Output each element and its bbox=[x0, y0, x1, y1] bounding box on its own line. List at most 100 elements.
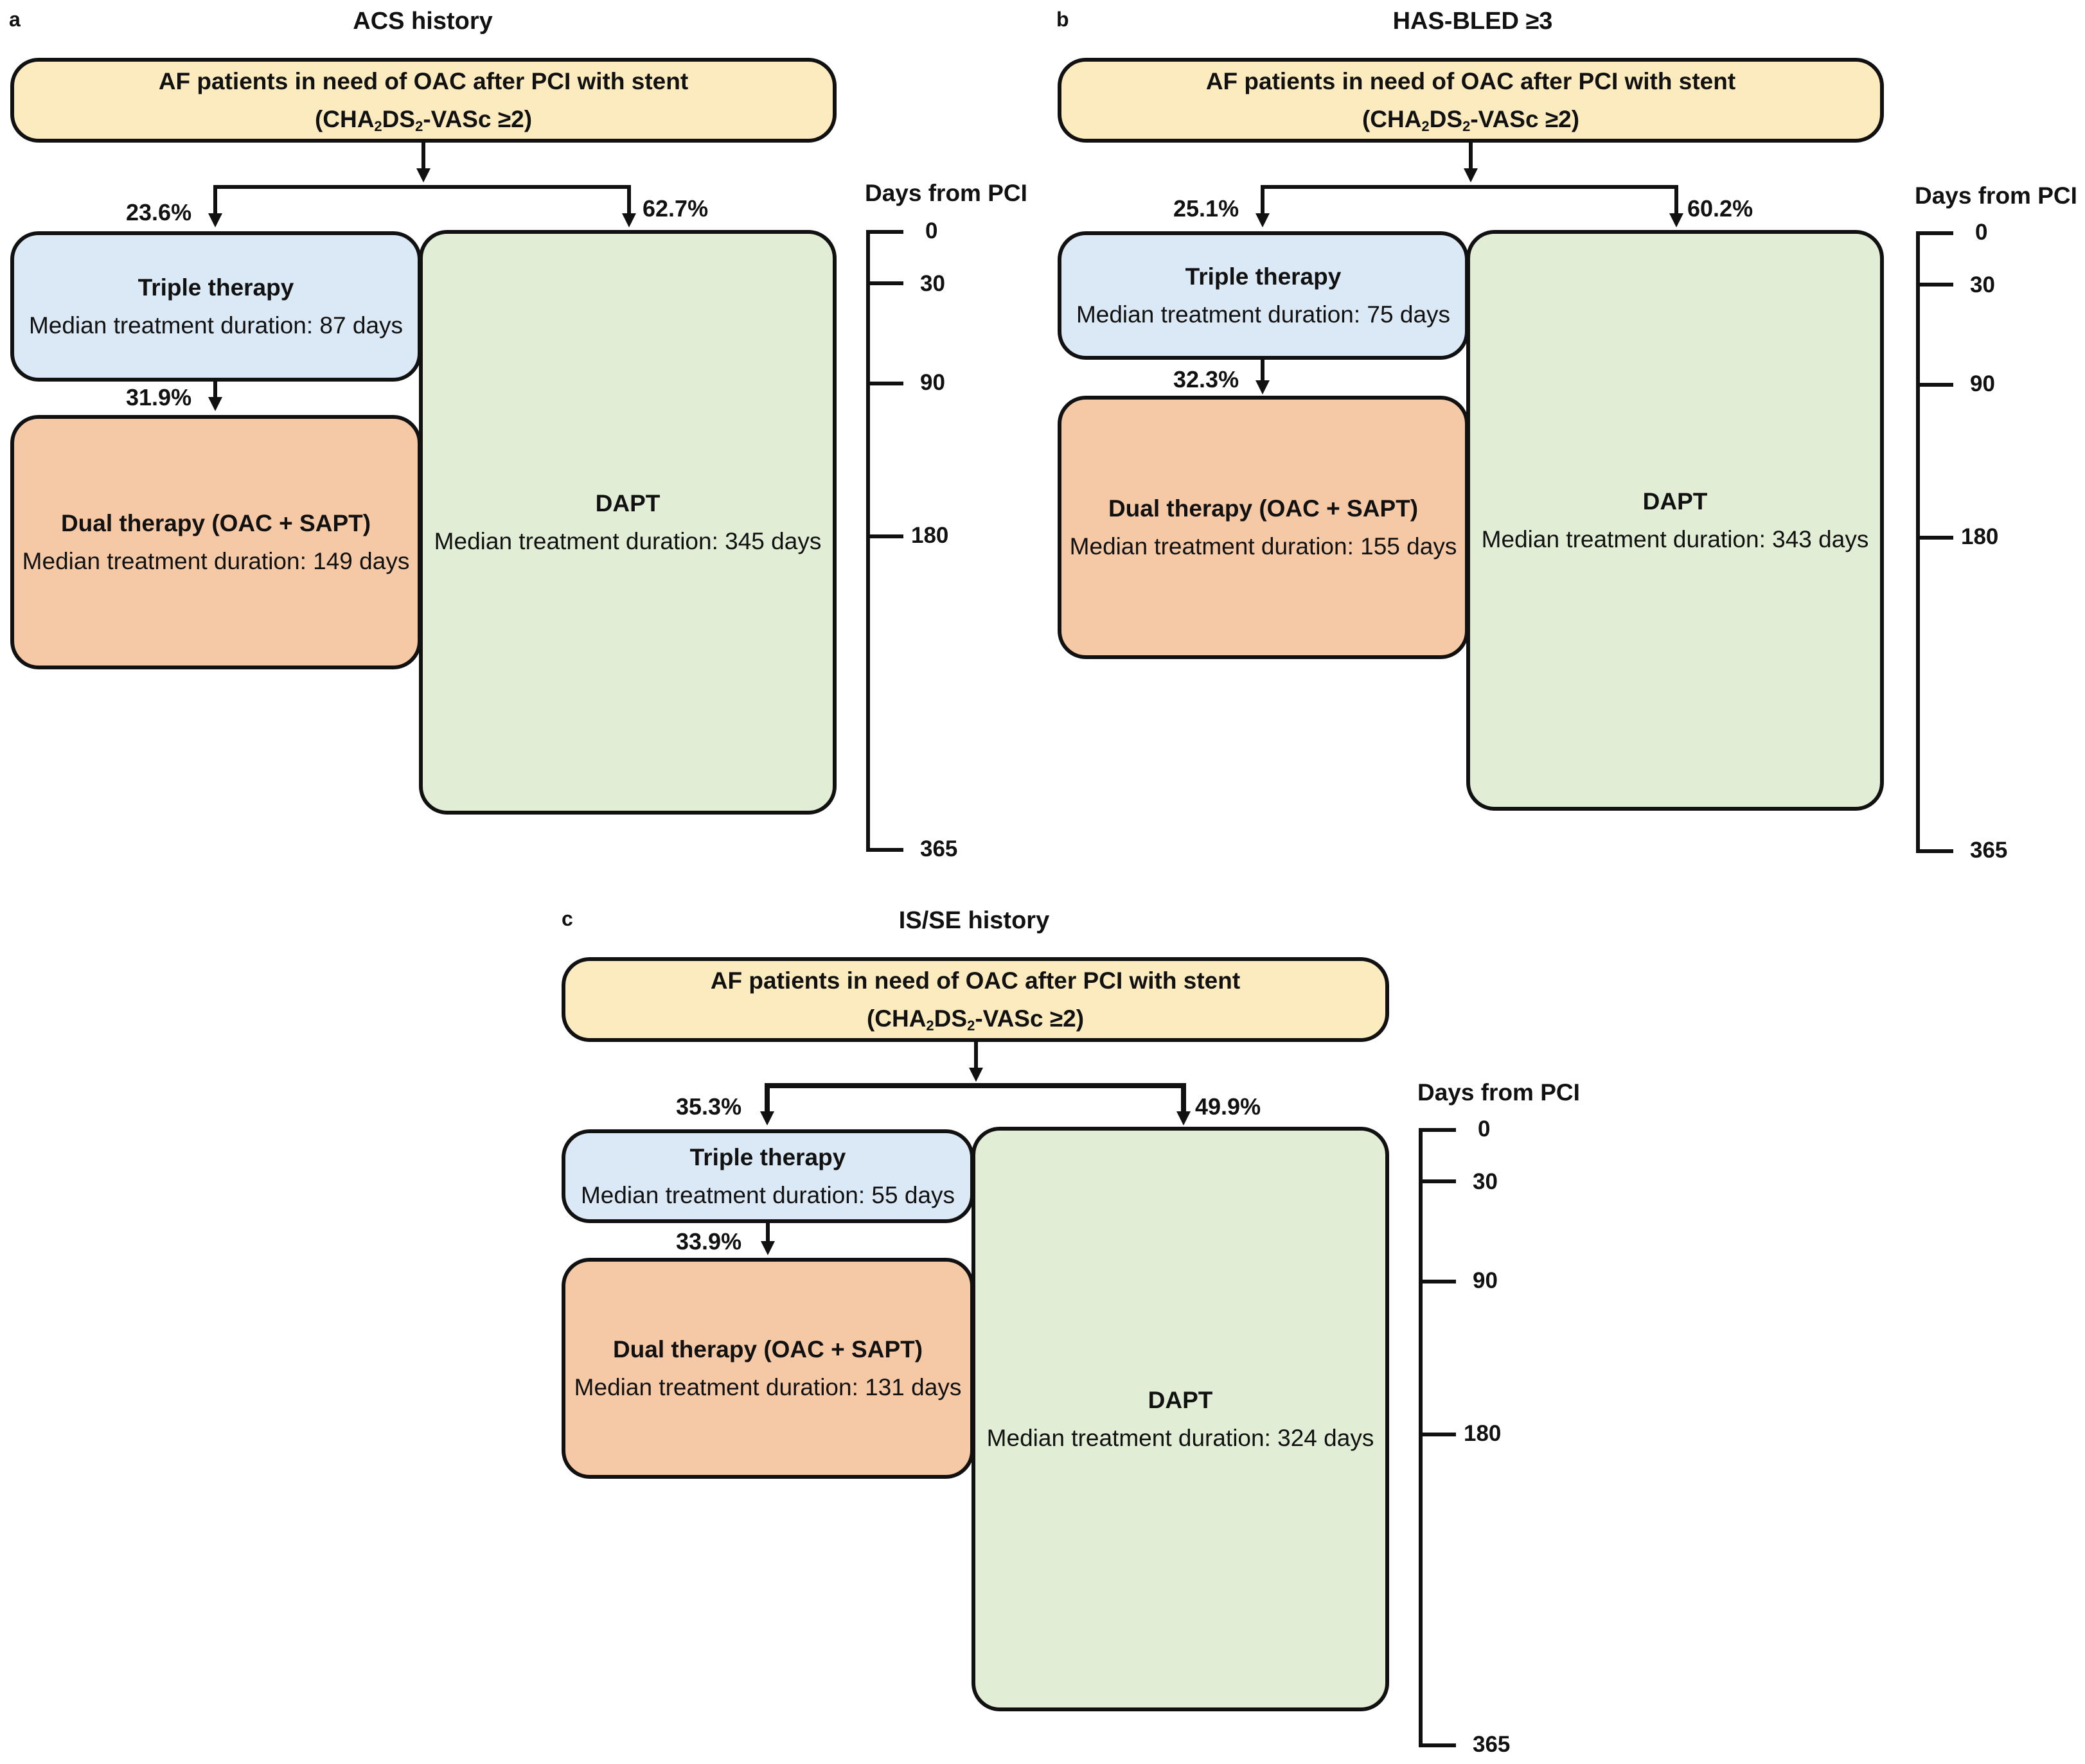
timeline-title: Days from PCI bbox=[1417, 1079, 1580, 1106]
timeline-tick bbox=[1916, 231, 1953, 235]
timeline-tick bbox=[1916, 383, 1953, 387]
timeline-tick bbox=[866, 534, 903, 538]
timeline-tick bbox=[1419, 1128, 1456, 1132]
dual-percentage: 32.3% bbox=[1173, 366, 1239, 392]
arrow-head bbox=[1669, 213, 1683, 227]
dual-therapy-box: Dual therapy (OAC + SAPT) Median treatme… bbox=[10, 415, 421, 669]
connector-line bbox=[1261, 185, 1264, 213]
triple-percentage: 25.1% bbox=[1173, 195, 1239, 222]
branch-line bbox=[213, 185, 631, 189]
connector-line bbox=[1261, 360, 1264, 382]
connector-line bbox=[213, 382, 217, 397]
triple-therapy-box: Triple therapy Median treatment duration… bbox=[562, 1129, 974, 1223]
triple-therapy-duration: Median treatment duration: 55 days bbox=[580, 1182, 955, 1208]
timeline-tick-label: 180 bbox=[911, 523, 949, 548]
arrow-head bbox=[208, 397, 222, 411]
timeline-tick-label: 90 bbox=[1970, 371, 1995, 396]
arrow-head bbox=[1176, 1111, 1191, 1125]
panel-letter: a bbox=[9, 8, 21, 31]
dual-percentage: 33.9% bbox=[676, 1228, 742, 1255]
timeline-tick-label: 180 bbox=[1961, 524, 1999, 549]
panel-a: a ACS history AF patients in need of OAC… bbox=[0, 0, 1028, 861]
dapt-box: DAPT Median treatment duration: 324 days bbox=[972, 1127, 1389, 1711]
dual-percentage: 31.9% bbox=[126, 384, 192, 410]
triple-therapy-duration: Median treatment duration: 87 days bbox=[28, 312, 404, 339]
arrow-head bbox=[416, 168, 430, 182]
connector-line bbox=[1674, 185, 1678, 213]
timeline-tick bbox=[866, 281, 903, 285]
dual-therapy-box: Dual therapy (OAC + SAPT) Median treatme… bbox=[562, 1258, 974, 1479]
connector-line bbox=[974, 1042, 978, 1069]
timeline-tick-label: 30 bbox=[1970, 272, 1995, 297]
population-box: AF patients in need of OAC after PCI wit… bbox=[10, 58, 837, 143]
population-box: AF patients in need of OAC after PCI wit… bbox=[1058, 58, 1884, 143]
timeline-tick-label: 30 bbox=[1473, 1169, 1498, 1194]
triple-therapy-duration: Median treatment duration: 75 days bbox=[1076, 301, 1451, 328]
panel-letter: c bbox=[562, 907, 573, 930]
panel-title: HAS-BLED ≥3 bbox=[1392, 8, 1553, 35]
panel-b: b HAS-BLED ≥3 AF patients in need of OAC… bbox=[1047, 0, 2077, 863]
dual-therapy-duration: Median treatment duration: 149 days bbox=[22, 548, 410, 574]
arrow-head bbox=[1255, 380, 1270, 394]
dual-therapy-title: Dual therapy (OAC + SAPT) bbox=[612, 1336, 923, 1363]
timeline-tick-label: 0 bbox=[1478, 1116, 1491, 1142]
dual-therapy-title: Dual therapy (OAC + SAPT) bbox=[1108, 495, 1419, 522]
connector-line bbox=[1181, 1083, 1186, 1111]
branch-line bbox=[765, 1083, 1186, 1088]
timeline-axis bbox=[1916, 231, 1920, 853]
arrow-head bbox=[969, 1068, 983, 1082]
panel-letter: b bbox=[1056, 8, 1069, 31]
timeline-tick-label: 365 bbox=[920, 836, 958, 861]
population-criteria: (CHA2DS2-VASc ≥2) bbox=[866, 1005, 1085, 1034]
timeline-axis bbox=[866, 230, 870, 852]
dapt-percentage: 60.2% bbox=[1687, 195, 1753, 222]
population-box: AF patients in need of OAC after PCI wit… bbox=[562, 957, 1389, 1042]
dapt-duration: Median treatment duration: 345 days bbox=[434, 528, 822, 554]
timeline-tick bbox=[1916, 536, 1953, 540]
dapt-duration: Median treatment duration: 343 days bbox=[1481, 526, 1869, 552]
timeline-tick bbox=[1916, 849, 1953, 853]
timeline-tick bbox=[1916, 283, 1953, 287]
triple-therapy-title: Triple therapy bbox=[689, 1143, 846, 1170]
connector-line bbox=[1469, 143, 1473, 170]
connector-line bbox=[627, 185, 631, 213]
timeline-tick-label: 365 bbox=[1473, 1732, 1511, 1757]
dapt-percentage: 62.7% bbox=[643, 195, 709, 222]
timeline-tick bbox=[1419, 1743, 1456, 1747]
timeline-tick bbox=[1419, 1280, 1456, 1283]
connector-line bbox=[213, 185, 217, 213]
dapt-percentage: 49.9% bbox=[1195, 1093, 1261, 1120]
timeline-tick bbox=[866, 230, 903, 234]
dapt-title: DAPT bbox=[1642, 488, 1708, 515]
dapt-title: DAPT bbox=[595, 490, 661, 516]
timeline-title: Days from PCI bbox=[865, 180, 1027, 206]
panel-title: ACS history bbox=[353, 8, 493, 35]
timeline-tick-label: 365 bbox=[1970, 838, 2008, 863]
timeline-axis bbox=[1419, 1128, 1423, 1747]
dual-therapy-duration: Median treatment duration: 131 days bbox=[574, 1374, 962, 1400]
dual-therapy-duration: Median treatment duration: 155 days bbox=[1069, 533, 1457, 560]
timeline-tick-label: 90 bbox=[920, 370, 945, 395]
dapt-title: DAPT bbox=[1148, 1386, 1213, 1413]
dapt-duration: Median treatment duration: 324 days bbox=[986, 1425, 1374, 1451]
population-label: AF patients in need of OAC after PCI wit… bbox=[1205, 67, 1736, 94]
timeline-tick-label: 30 bbox=[920, 271, 945, 296]
dual-therapy-box: Dual therapy (OAC + SAPT) Median treatme… bbox=[1058, 396, 1469, 659]
population-criteria: (CHA2DS2-VASc ≥2) bbox=[314, 106, 533, 134]
population-label: AF patients in need of OAC after PCI wit… bbox=[710, 967, 1241, 994]
triple-therapy-box: Triple therapy Median treatment duration… bbox=[10, 231, 421, 382]
triple-percentage: 35.3% bbox=[676, 1093, 742, 1120]
connector-line bbox=[765, 1083, 770, 1111]
timeline-title: Days from PCI bbox=[1915, 182, 2077, 209]
panel-title: IS/SE history bbox=[898, 907, 1050, 934]
triple-therapy-title: Triple therapy bbox=[138, 274, 294, 301]
branch-line bbox=[1261, 185, 1678, 189]
timeline-tick bbox=[866, 382, 903, 385]
timeline-tick-label: 180 bbox=[1464, 1421, 1502, 1446]
arrow-head bbox=[760, 1111, 774, 1125]
population-criteria: (CHA2DS2-VASc ≥2) bbox=[1362, 106, 1580, 134]
timeline-tick bbox=[1419, 1179, 1456, 1183]
dapt-box: DAPT Median treatment duration: 345 days bbox=[419, 230, 837, 815]
arrow-head bbox=[1255, 213, 1270, 227]
